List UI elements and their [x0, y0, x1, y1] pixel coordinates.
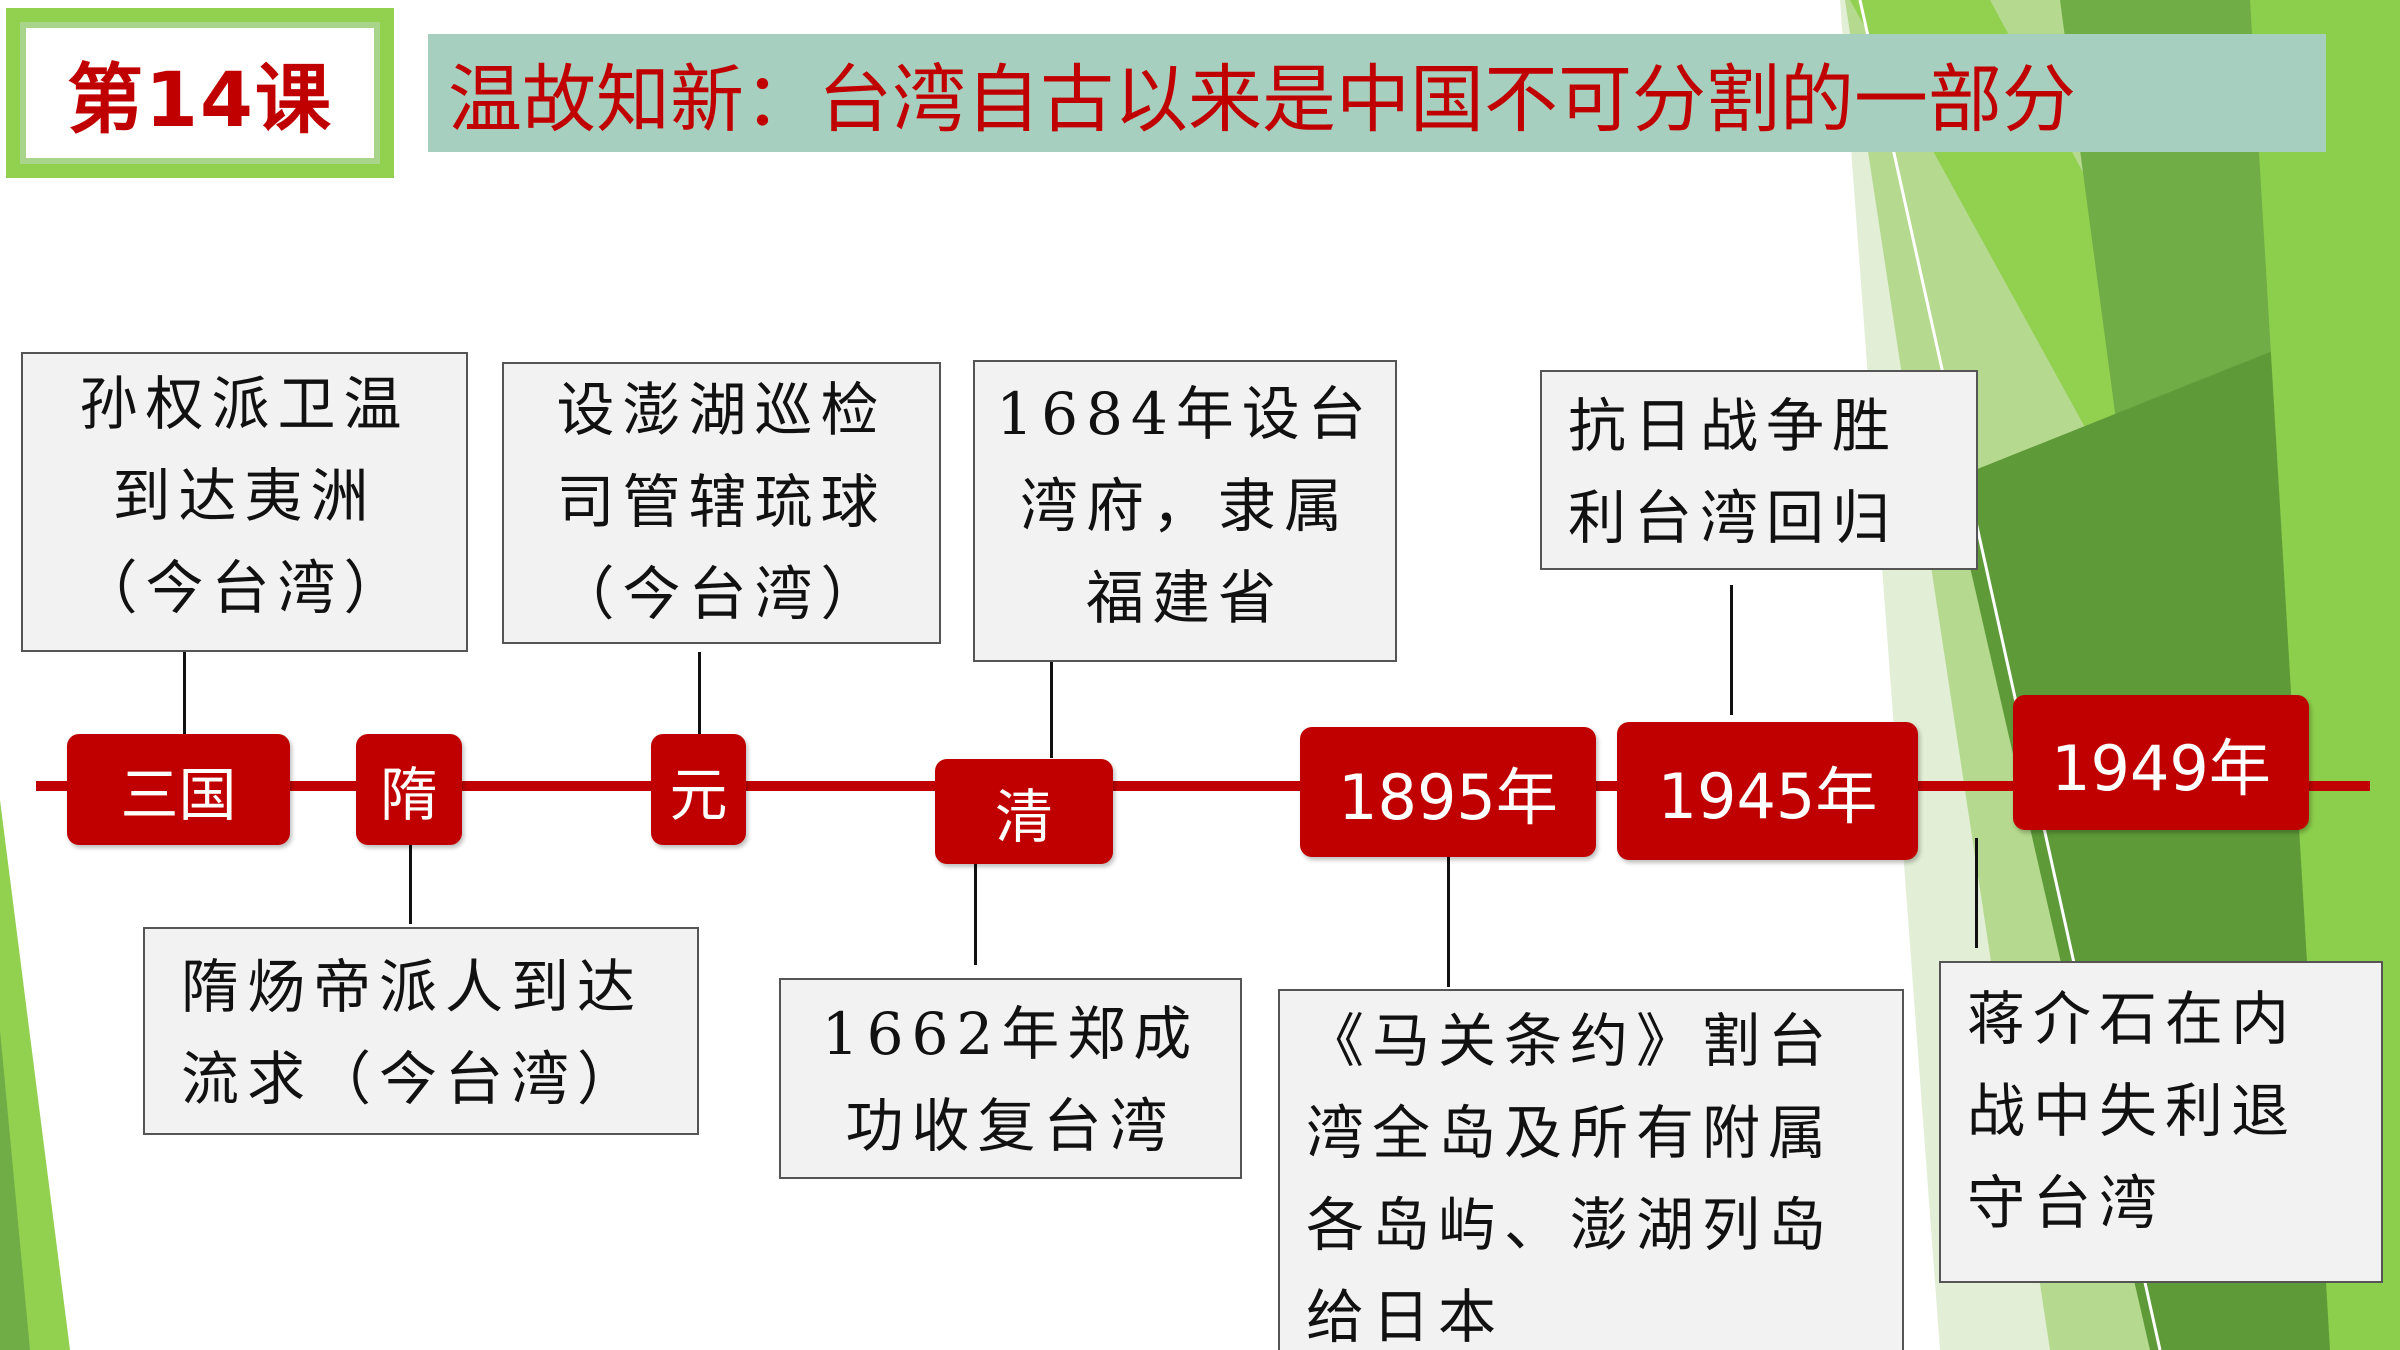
- lesson-number: 第14课: [67, 55, 333, 144]
- event-line: （今台湾）: [79, 554, 410, 622]
- event-line: （今台湾）: [556, 560, 887, 628]
- event-1949: 蒋介石在内 战中失利退 守台湾: [1939, 961, 2383, 1283]
- lesson-number-frame: 第14课: [20, 22, 380, 164]
- event-line: 设澎湖巡检: [556, 376, 887, 444]
- connector-yuan: [698, 652, 701, 736]
- event-line: 利台湾回归: [1568, 484, 1899, 552]
- event-line: 战中失利退: [1967, 1077, 2298, 1145]
- era-1945: 1945年: [1617, 722, 1918, 860]
- lesson-number-badge: 第14课: [6, 8, 394, 178]
- era-1895: 1895年: [1300, 727, 1596, 857]
- event-line: 流求（今台湾）: [181, 1045, 644, 1113]
- event-line: 湾府，隶属: [1019, 472, 1350, 540]
- event-line: 抗日战争胜: [1568, 392, 1899, 460]
- connector-1895: [1447, 857, 1450, 987]
- page-title: 温故知新：台湾自古以来是中国不可分割的一部分: [448, 56, 2076, 143]
- event-line: 湾全岛及所有附属: [1306, 1099, 1835, 1167]
- event-line: 蒋介石在内: [1967, 985, 2298, 1053]
- connector-qing-1684: [1050, 662, 1053, 758]
- era-sanguo: 三国: [67, 734, 290, 845]
- event-sui: 隋炀帝派人到达 流求（今台湾）: [143, 927, 699, 1135]
- connector-sui: [409, 845, 412, 924]
- event-qing-1662: 1662年郑成 功收复台湾: [779, 978, 1242, 1179]
- event-1945: 抗日战争胜 利台湾回归: [1540, 370, 1978, 570]
- event-sanguo: 孙权派卫温 到达夷洲 （今台湾）: [21, 352, 468, 652]
- era-1949: 1949年: [2013, 695, 2309, 830]
- event-qing-1684: 1684年设台 湾府，隶属 福建省: [973, 360, 1397, 662]
- event-line: 功收复台湾: [845, 1092, 1176, 1160]
- event-1895: 《马关条约》割台 湾全岛及所有附属 各岛屿、澎湖列岛 给日本: [1278, 989, 1904, 1350]
- event-line: 给日本: [1306, 1283, 1505, 1350]
- era-yuan: 元: [651, 734, 746, 845]
- event-line: 隋炀帝派人到达: [181, 953, 644, 1021]
- event-line: 福建省: [1085, 564, 1284, 632]
- event-line: 到达夷洲: [112, 462, 377, 530]
- event-line: 各岛屿、澎湖列岛: [1306, 1191, 1835, 1259]
- event-line: 孙权派卫温: [79, 370, 410, 438]
- event-line: 《马关条约》割台: [1306, 1007, 1835, 1075]
- connector-qing-1662: [974, 864, 977, 965]
- era-qing: 清: [935, 759, 1113, 864]
- event-line: 1662年郑成: [821, 1000, 1200, 1068]
- title-bar: 温故知新：台湾自古以来是中国不可分割的一部分: [428, 34, 2326, 152]
- connector-sanguo: [183, 652, 186, 736]
- connector-1949: [1975, 838, 1978, 948]
- timeline-axis: [36, 781, 2370, 791]
- event-line: 守台湾: [1967, 1169, 2166, 1237]
- era-sui: 隋: [356, 734, 462, 845]
- event-line: 1684年设台: [996, 380, 1374, 448]
- connector-1945: [1730, 585, 1733, 715]
- event-yuan: 设澎湖巡检 司管辖琉球 （今台湾）: [502, 362, 941, 644]
- event-line: 司管辖琉球: [556, 468, 887, 536]
